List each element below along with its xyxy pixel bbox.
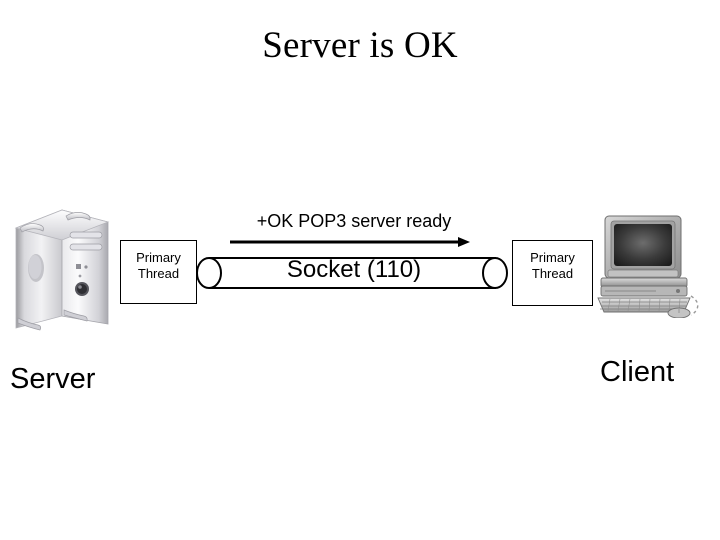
desktop-computer-icon [594,214,704,319]
thread-label-line1: Primary [530,250,575,265]
socket-label: Socket (110) [286,256,422,283]
client-primary-thread-box: Primary Thread [512,240,593,306]
socket-pipe-icon [196,250,512,296]
thread-label-line1: Primary [136,250,181,265]
protocol-message-text: +OK POP3 server ready [256,211,452,231]
thread-label-line2: Thread [531,266,574,281]
thread-label-line2: Thread [137,266,180,281]
page-title: Server is OK [262,25,458,66]
server-primary-thread-box: Primary Thread [120,240,197,304]
server-tower-icon [14,206,110,334]
server-role-label: Server [10,363,96,395]
client-role-label: Client [600,356,675,388]
arrow-right-icon [230,234,470,250]
